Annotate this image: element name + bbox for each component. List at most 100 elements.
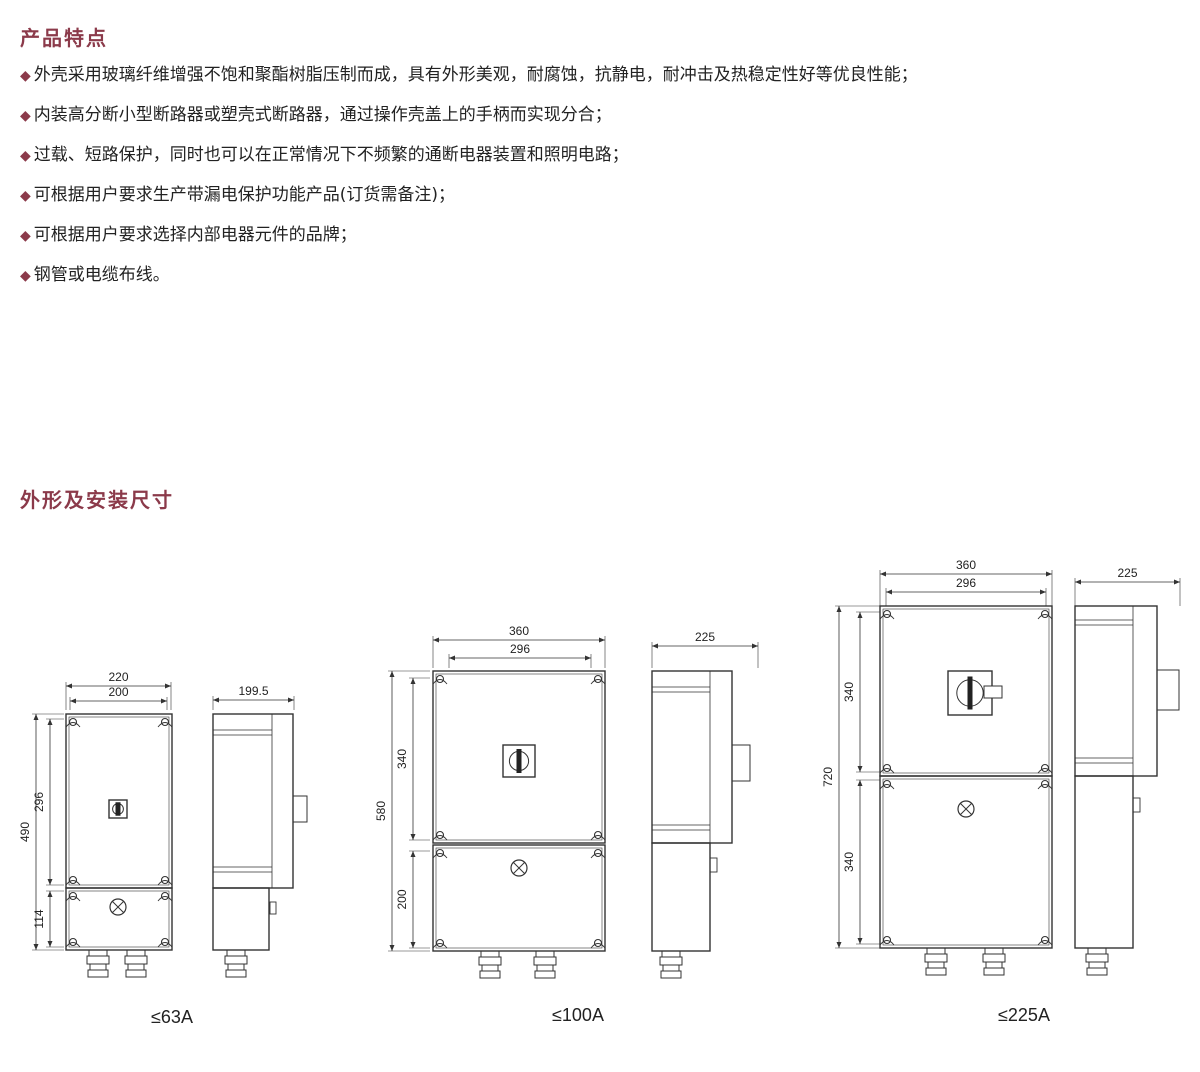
cable-gland-nut bbox=[982, 953, 1006, 963]
screw-notch bbox=[590, 835, 606, 841]
dimension-label: 580 bbox=[374, 801, 388, 821]
screw-icon bbox=[435, 938, 445, 948]
arrow-head bbox=[410, 851, 416, 857]
screw-icon bbox=[160, 937, 170, 947]
cable-gland-body bbox=[127, 963, 145, 971]
arrow-head bbox=[165, 683, 171, 689]
cable-gland-end bbox=[225, 969, 247, 978]
indicator-lamp-icon bbox=[957, 800, 975, 818]
cable-gland-end bbox=[1086, 967, 1108, 976]
screw-notch bbox=[1037, 768, 1053, 774]
dimension-label: 340 bbox=[842, 852, 856, 872]
feature-text: 内装高分断小型断路器或塑壳式断路器，通过操作壳盖上的手柄而实现分合； bbox=[33, 105, 612, 125]
arrow-head bbox=[47, 879, 53, 885]
screw-notch bbox=[432, 679, 448, 685]
current-rating-label: ≤100A bbox=[552, 1005, 604, 1025]
screw-notch bbox=[1037, 940, 1053, 946]
cable-gland-body bbox=[89, 963, 107, 971]
dimension-label: 296 bbox=[956, 576, 976, 590]
indicator-lamp-icon bbox=[510, 859, 528, 877]
side-knob-icon bbox=[1132, 797, 1141, 813]
screw-notch bbox=[1037, 614, 1053, 620]
dimension-label: 225 bbox=[695, 630, 715, 644]
cable-gland-icon bbox=[661, 950, 681, 958]
feature-item: ◆钢管或电缆布线。 bbox=[20, 262, 918, 302]
arrow-head bbox=[886, 589, 892, 595]
cable-gland-end bbox=[479, 970, 501, 979]
screw-icon bbox=[593, 830, 603, 840]
diamond-bullet-icon: ◆ bbox=[20, 268, 31, 284]
feature-item: ◆可根据用户要求生产带漏电保护功能产品(订货需备注)； bbox=[20, 182, 918, 222]
side-view-upper bbox=[212, 713, 294, 889]
feature-text: 外壳采用玻璃纤维增强不饱和聚酯树脂压制而成，具有外形美观，耐腐蚀，抗静电，耐冲击… bbox=[33, 65, 918, 85]
screw-icon bbox=[1040, 779, 1050, 789]
side-handle-icon bbox=[292, 795, 308, 823]
side-knob-icon bbox=[269, 901, 277, 915]
cable-gland-icon bbox=[1087, 947, 1107, 955]
side-handle-icon bbox=[731, 744, 751, 782]
screw-icon bbox=[882, 935, 892, 945]
screw-icon bbox=[435, 830, 445, 840]
diamond-bullet-icon: ◆ bbox=[20, 108, 31, 124]
cable-gland-end bbox=[983, 967, 1005, 976]
arrow-head bbox=[1174, 579, 1180, 585]
upper-enclosure bbox=[432, 670, 606, 844]
cable-gland-icon bbox=[88, 949, 108, 957]
screw-notch bbox=[432, 835, 448, 841]
screw-notch bbox=[879, 768, 895, 774]
cable-gland-nut bbox=[86, 955, 110, 965]
current-rating-label: ≤225A bbox=[998, 1005, 1050, 1025]
side-handle-icon bbox=[1156, 669, 1180, 711]
cable-gland-body bbox=[927, 961, 945, 969]
arrow-head bbox=[1046, 571, 1052, 577]
screw-icon bbox=[593, 674, 603, 684]
arrow-head bbox=[66, 683, 72, 689]
screw-notch bbox=[157, 896, 173, 902]
feature-item: ◆可根据用户要求选择内部电器元件的品牌； bbox=[20, 222, 918, 262]
arrow-head bbox=[599, 637, 605, 643]
dimension-label: 360 bbox=[509, 624, 529, 638]
screw-notch bbox=[590, 943, 606, 949]
feature-text: 过载、短路保护，同时也可以在正常情况下不频繁的通断电器装置和照明电路； bbox=[33, 145, 629, 165]
handle-grip bbox=[516, 749, 522, 773]
dimension-label: 296 bbox=[32, 792, 46, 812]
dimension-drawings: 220200490296114199.5≤63A3602965803402002… bbox=[18, 558, 1181, 1027]
features-title: 产品特点 bbox=[20, 26, 108, 50]
screw-notch bbox=[65, 722, 81, 728]
screw-icon bbox=[160, 891, 170, 901]
screw-notch bbox=[879, 784, 895, 790]
handle-grip bbox=[967, 676, 973, 710]
arrow-head bbox=[1040, 589, 1046, 595]
screw-icon bbox=[435, 848, 445, 858]
cable-gland-nut bbox=[124, 955, 148, 965]
arrow-head bbox=[449, 655, 455, 661]
dimension-label: 199.5 bbox=[238, 684, 268, 698]
cable-gland-icon bbox=[926, 947, 946, 955]
arrow-head bbox=[33, 714, 39, 720]
cable-gland-icon bbox=[984, 947, 1004, 955]
diamond-bullet-icon: ◆ bbox=[20, 68, 31, 84]
screw-icon bbox=[160, 717, 170, 727]
cable-gland-body bbox=[1088, 961, 1106, 969]
arrow-head bbox=[389, 671, 395, 677]
arrow-head bbox=[836, 606, 842, 612]
dimension-label: 114 bbox=[32, 909, 46, 928]
dimension-label: 360 bbox=[956, 558, 976, 572]
arrow-head bbox=[410, 942, 416, 948]
upper-enclosure-inner bbox=[68, 716, 170, 886]
cable-gland-end bbox=[125, 969, 147, 978]
arrow-head bbox=[47, 719, 53, 725]
lamp-cross bbox=[112, 901, 124, 913]
indicator-lamp-icon bbox=[109, 898, 127, 916]
arrow-head bbox=[585, 655, 591, 661]
lower-enclosure bbox=[432, 844, 606, 952]
screw-icon bbox=[68, 891, 78, 901]
screw-notch bbox=[157, 942, 173, 948]
side-view-lower bbox=[1074, 775, 1134, 949]
screw-icon bbox=[882, 609, 892, 619]
cable-gland-icon bbox=[126, 949, 146, 957]
cable-gland-body bbox=[985, 961, 1003, 969]
feature-text: 钢管或电缆布线。 bbox=[33, 265, 170, 285]
arrow-head bbox=[161, 698, 167, 704]
cable-gland-icon bbox=[480, 950, 500, 958]
